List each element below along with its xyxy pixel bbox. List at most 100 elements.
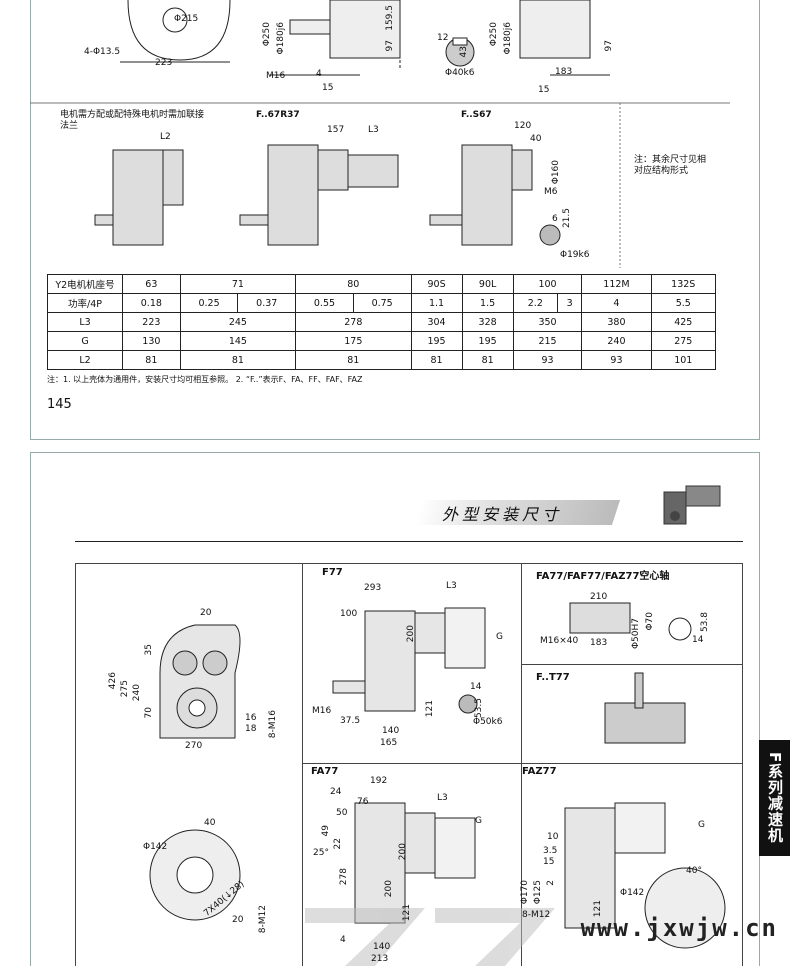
- dim-label: 70: [144, 707, 154, 719]
- table-cell: 5.5: [650, 293, 717, 313]
- dim-label: 97: [604, 40, 614, 52]
- dim-label: 240: [132, 684, 142, 702]
- side-tab-f-series: F系列减速机: [759, 740, 790, 856]
- shaft-section-top: [445, 37, 475, 67]
- bottom-drawings: [149, 602, 726, 966]
- dim-label: 37.5: [340, 716, 361, 726]
- dim-label: 4-Φ13.5: [84, 47, 121, 57]
- dim-label: 140: [382, 726, 400, 736]
- table-cell: 81: [122, 350, 181, 370]
- table-cell: 90S: [410, 274, 463, 294]
- dim-label: 40°: [686, 866, 702, 876]
- f77-front-view: [159, 624, 241, 739]
- dim-label: 426: [108, 672, 118, 690]
- divider: [302, 563, 303, 763]
- dim-label: Φ180j6: [503, 22, 513, 55]
- dim-label: 15: [543, 857, 555, 867]
- dim-label: 49: [321, 825, 331, 837]
- table-cell: L2: [47, 350, 123, 370]
- catalog-page-145: [30, 0, 760, 440]
- dim-label: Φ250: [489, 22, 499, 47]
- section-title-f67r37: F..67R37: [256, 110, 300, 120]
- dim-label: Φ50k6: [473, 717, 503, 727]
- dim-label: M16×40: [540, 636, 579, 646]
- table-row: 功率/4P 0.18 0.25 0.37 0.55 0.75 1.1 1.5 2…: [47, 293, 717, 313]
- dim-label: M16: [312, 706, 332, 716]
- divider: [302, 763, 303, 966]
- dim-label: G: [496, 632, 503, 642]
- dim-label: 200: [384, 880, 394, 898]
- dim-label: 10: [547, 832, 559, 842]
- table-cell: 93: [512, 350, 583, 370]
- dim-label: 35: [144, 644, 154, 656]
- table-row: Y2电机机座号 63 71 80 90S 90L 100 112M 132S: [47, 274, 717, 294]
- section-title-faz77: FAZ77: [522, 766, 557, 777]
- table-cell: 275: [650, 331, 717, 351]
- dim-label: L3: [437, 793, 448, 803]
- divider: [521, 664, 743, 665]
- dim-label: 53.8: [700, 612, 710, 633]
- dim-label: Φ125: [533, 880, 543, 905]
- fs67-drawing: [429, 144, 561, 246]
- footnote: 注：1. 以上壳体为通用件，安装尺寸均可相互参照。 2. “F..”表示F、FA…: [47, 375, 363, 384]
- faz77-view: [564, 802, 726, 949]
- dim-label: 40: [530, 134, 542, 144]
- dim-label: 40: [204, 818, 216, 828]
- table-cell: 223: [122, 312, 181, 332]
- banner-title: 外型安装尺寸: [442, 505, 563, 524]
- dim-label: 18: [245, 724, 257, 734]
- table-cell: 101: [650, 350, 717, 370]
- table-cell: 1.5: [461, 293, 514, 313]
- dim-label: 200: [398, 843, 408, 861]
- dim-label: 53.5: [474, 698, 484, 719]
- section-title-fa77: FA77: [311, 766, 339, 777]
- top-drawings: [30, 0, 730, 268]
- dim-label: 43: [459, 46, 469, 58]
- dim-label: 4: [340, 935, 346, 945]
- divider: [75, 541, 743, 542]
- dim-label: G: [698, 820, 705, 830]
- dim-label: 6: [552, 214, 558, 224]
- table-cell: 195: [410, 331, 463, 351]
- dim-label: Φ170: [520, 880, 530, 905]
- table-cell: 215: [512, 331, 583, 351]
- dim-label: Φ142: [620, 888, 645, 898]
- f77-side-view: [332, 607, 486, 714]
- dim-label: 275: [120, 680, 130, 698]
- table-cell: 71: [179, 274, 297, 294]
- dim-label: Φ50H7: [631, 618, 641, 650]
- table-cell: 0.55: [295, 293, 354, 313]
- section-title-fa77-hollow: FA77/FAF77/FAZ77空心轴: [536, 571, 670, 582]
- dim-label: 159.5: [385, 5, 395, 31]
- table-cell: G: [47, 331, 123, 351]
- table-cell: 80: [295, 274, 412, 294]
- table-cell: 278: [295, 312, 412, 332]
- table-cell: 175: [295, 331, 412, 351]
- table-cell: 2.2: [512, 293, 559, 313]
- table-cell: L3: [47, 312, 123, 332]
- table-cell: 0.37: [237, 293, 297, 313]
- dim-label: 210: [590, 592, 608, 602]
- dim-label: L3: [368, 125, 379, 135]
- hollow-shaft-view: [569, 602, 692, 641]
- dim-label: 213: [371, 954, 389, 964]
- divider: [521, 563, 522, 966]
- dim-label: 97: [385, 40, 395, 52]
- dim-label: M6: [544, 187, 558, 197]
- dim-label: 293: [364, 583, 382, 593]
- table-cell: 1.1: [410, 293, 463, 313]
- table-cell: 112M: [581, 274, 652, 294]
- table-cell: 3: [556, 293, 583, 313]
- dim-label: Φ70: [645, 612, 655, 631]
- dim-label: Φ215: [174, 14, 199, 24]
- fa77-flange-view: [149, 829, 241, 921]
- dim-label: 157: [327, 125, 345, 135]
- table-cell: 0.25: [179, 293, 239, 313]
- table-row: G 130 145 175 195 195 215 240 275: [47, 331, 717, 351]
- dim-label: 165: [380, 738, 398, 748]
- gearbox-thumbnail-icon: [663, 485, 721, 525]
- table-cell: Y2电机机座号: [47, 274, 123, 294]
- dim-label: 20: [232, 915, 244, 925]
- ft77-view: [604, 672, 686, 744]
- table-cell: 63: [122, 274, 181, 294]
